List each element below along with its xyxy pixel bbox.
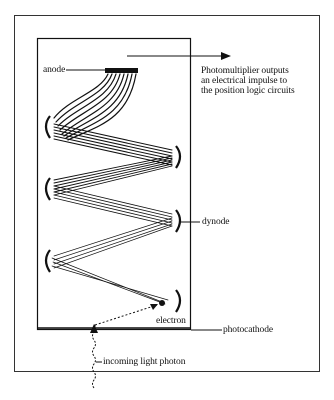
output-description: Photomultiplier outputs an electrical im…: [201, 66, 295, 96]
electron-label: electron: [156, 316, 186, 326]
output-description-line-3: the position logic circuits: [201, 86, 295, 96]
anode-label: anode: [43, 65, 65, 75]
incoming-photon-wave: [93, 324, 96, 388]
dynode-plate: [46, 250, 50, 272]
dynode-plate: [176, 146, 180, 168]
dynode-plate: [176, 210, 180, 232]
dynode-label: dynode: [202, 217, 229, 227]
photocathode-label: photocathode: [223, 325, 273, 335]
electron-path: [95, 305, 157, 325]
dynode-plate: [46, 178, 50, 200]
output-arrow: [127, 52, 231, 60]
electron-dot: [159, 300, 165, 306]
incoming-photon-label: incoming light photon: [103, 357, 185, 367]
anode-plate: [105, 68, 138, 73]
electron-arrowhead: [150, 304, 158, 310]
dynode-plate: [176, 290, 180, 312]
dynode-plate: [46, 116, 50, 138]
output-description-line-1: Photomultiplier outputs: [201, 66, 295, 76]
output-description-line-2: an electrical impulse to: [201, 76, 295, 86]
electron-cascade: [52, 74, 172, 304]
photomultiplier-tube: [38, 39, 191, 330]
